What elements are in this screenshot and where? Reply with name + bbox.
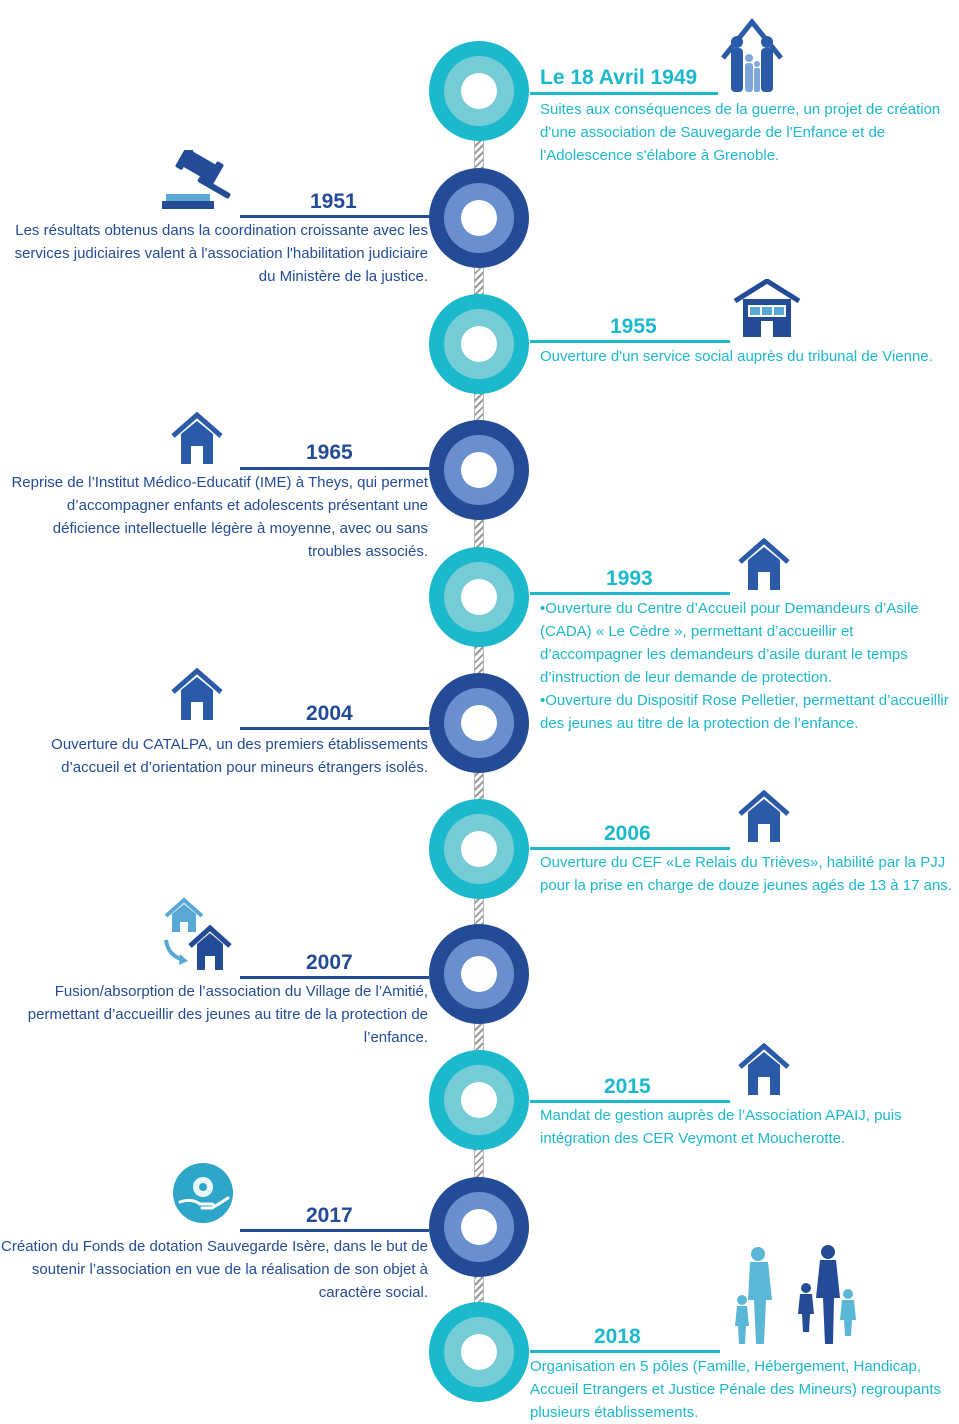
year-1951: 1951 [310,190,357,213]
connector-2007 [240,976,429,979]
description-1951: Les résultats obtenus dans la coordinati… [14,222,428,285]
timeline-node-1993 [429,547,529,647]
connector-1993 [530,592,730,595]
bullet-1993-rose-pelletier: •Ouverture du Dispositif Rose Pelletier,… [540,692,949,732]
year-1955: 1955 [610,315,657,338]
family-icon [728,1240,858,1355]
year-1993: 1993 [606,567,653,590]
gavel-icon [162,144,242,217]
family-house-icon [719,18,785,101]
timeline-node-1949 [429,41,529,141]
year-1965: 1965 [306,441,353,464]
connector-1965 [240,467,429,470]
connector-1955 [530,340,730,343]
description-2015: Mandat de gestion auprès de l’Associatio… [540,1107,902,1147]
connector-2017 [240,1229,429,1232]
description-2017: Création du Fonds de dotation Sauvegarde… [1,1238,428,1301]
timeline-node-2015 [429,1050,529,1150]
connector-2015 [530,1100,730,1103]
house-icon [737,1042,791,1102]
timeline-node-2018 [429,1302,529,1402]
year-2004: 2004 [306,702,353,725]
year-1949: Le 18 Avril 1949 [540,66,698,89]
timeline-node-2007 [429,924,529,1024]
description-2006: Ouverture du CEF «Le Relais du Trièves»,… [540,854,952,894]
description-1955: Ouverture d'un service social auprès du … [540,348,933,365]
house-icon [170,411,224,471]
house-icon [170,667,224,727]
connector-1949 [530,92,718,95]
house-icon [737,789,791,849]
building-icon [733,278,801,344]
year-2007: 2007 [306,951,353,974]
timeline-node-2017 [429,1177,529,1277]
timeline-node-1951 [429,168,529,268]
timeline-node-2004 [429,673,529,773]
timeline-node-1955 [429,294,529,394]
timeline-node-2006 [429,799,529,899]
hand-fund-icon [172,1162,234,1229]
houses-merge-icon [160,894,236,977]
house-icon [737,537,791,597]
connector-2018 [530,1350,720,1353]
bullet-1993-cada: •Ouverture du Centre d’Accueil pour Dema… [540,600,919,686]
description-2007: Fusion/absorption de l’association du Vi… [27,983,428,1046]
description-2004: Ouverture du CATALPA, un des premiers ét… [51,736,428,776]
year-2015: 2015 [604,1075,651,1098]
description-2018: Organisation en 5 pôles (Famille, Héberg… [530,1358,942,1421]
connector-2004 [240,727,429,730]
year-2006: 2006 [604,822,651,845]
description-1949: Suites aux conséquences de la guerre, un… [540,101,941,164]
description-1965: Reprise de l’Institut Médico-Educatif (I… [11,474,428,560]
timeline-node-1965 [429,420,529,520]
year-2017: 2017 [306,1204,353,1227]
description-1993: •Ouverture du Centre d’Accueil pour Dema… [540,597,958,735]
connector-1951 [240,215,429,218]
year-2018: 2018 [594,1325,641,1348]
connector-2006 [530,847,730,850]
